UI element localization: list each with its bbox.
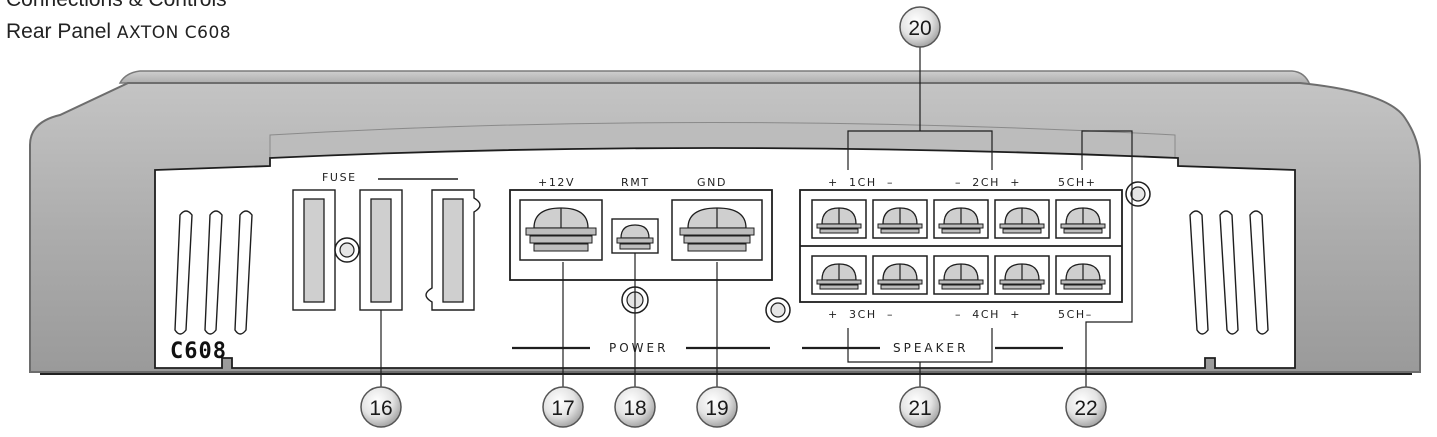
power-section: +12V RMT GND	[509, 176, 791, 355]
power-terminal-label-rmt: RMT	[621, 176, 650, 189]
speaker-label-2ch: – 2CH +	[955, 176, 1021, 189]
panel-title-prefix: Rear Panel	[6, 20, 112, 43]
svg-text:17: 17	[551, 397, 574, 420]
svg-text:19: 19	[705, 397, 728, 420]
speaker-label-5ch-neg: 5CH–	[1058, 308, 1093, 321]
svg-text:22: 22	[1074, 397, 1097, 420]
svg-text:20: 20	[908, 17, 931, 40]
power-label: POWER	[609, 341, 668, 355]
speaker-label-5ch-pos: 5CH+	[1058, 176, 1097, 189]
model-badge: C608	[170, 339, 227, 364]
svg-text:16: 16	[369, 397, 392, 420]
callout-16: 16	[360, 386, 402, 428]
speaker-terminals-top	[811, 199, 1111, 239]
left-vent-slots	[174, 210, 253, 335]
fuse-label: FUSE	[322, 171, 357, 184]
terminal-rmt	[611, 218, 659, 254]
power-terminal-label-12v: +12V	[538, 176, 575, 189]
panel-title-model: AXTON C608	[116, 23, 232, 43]
callout-18: 18	[614, 386, 656, 428]
svg-text:18: 18	[623, 397, 646, 420]
callout-22: 22	[1065, 386, 1107, 428]
speaker-label-4ch: – 4CH +	[955, 308, 1021, 321]
speaker-terminals-bottom	[811, 255, 1111, 295]
speaker-label: SPEAKER	[893, 341, 968, 355]
callout-21: 21	[899, 386, 941, 428]
fuse-holder-3	[425, 189, 481, 311]
fuse-section: FUSE	[292, 171, 481, 311]
section-title: Connections & Controls	[6, 0, 227, 12]
power-terminal-label-gnd: GND	[697, 176, 727, 189]
callout-17: 17	[542, 386, 584, 428]
callout-20: 20	[899, 6, 941, 48]
speaker-label-3ch: + 3CH –	[828, 308, 894, 321]
callout-leader-lines	[380, 47, 1133, 388]
panel-title: Rear Panel AXTON C608	[6, 20, 231, 44]
svg-text:21: 21	[908, 397, 931, 420]
fuse-holder-2	[359, 189, 403, 311]
speaker-label-1ch: + 1CH –	[828, 176, 894, 189]
callout-19: 19	[696, 386, 738, 428]
fuse-holder-1	[292, 189, 336, 311]
terminal-gnd	[671, 199, 763, 261]
right-vent-slots	[1189, 210, 1269, 335]
terminal-12v	[519, 199, 603, 261]
speaker-section: + 1CH – – 2CH + 5CH+ + 3CH – – 4CH +	[799, 176, 1151, 355]
